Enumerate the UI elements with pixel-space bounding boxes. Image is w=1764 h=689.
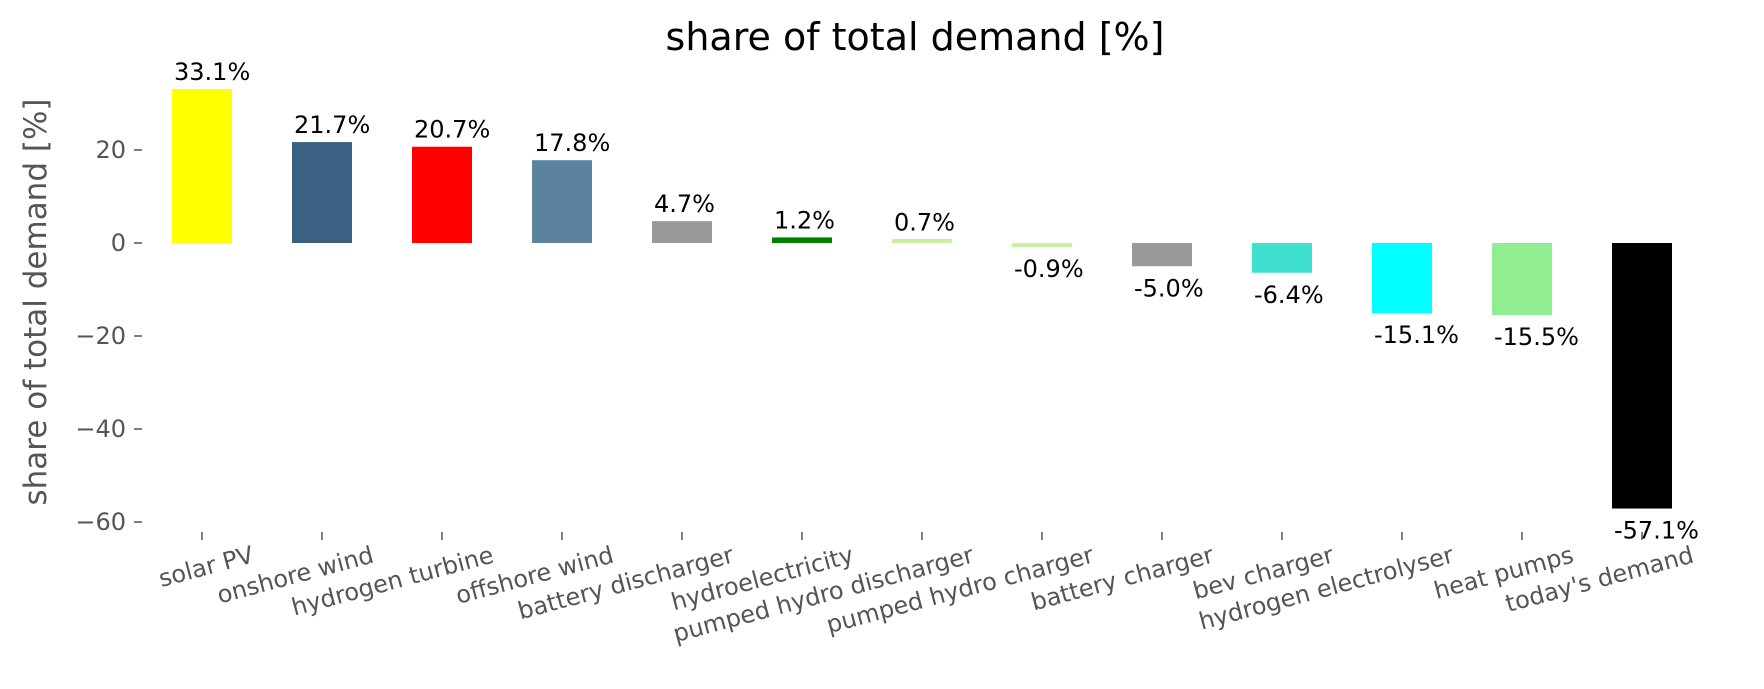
bars bbox=[172, 89, 1672, 509]
data-label: 21.7% bbox=[294, 111, 370, 139]
bar bbox=[1012, 243, 1072, 248]
data-label: -15.5% bbox=[1494, 323, 1579, 351]
data-label: -57.1% bbox=[1614, 517, 1699, 545]
bar bbox=[652, 221, 712, 243]
data-label: 0.7% bbox=[894, 209, 955, 237]
bar bbox=[1372, 243, 1432, 314]
data-label: 33.1% bbox=[174, 58, 250, 86]
bar bbox=[292, 142, 352, 243]
bar bbox=[1132, 243, 1192, 267]
data-label: -5.0% bbox=[1134, 274, 1204, 302]
chart-title: share of total demand [%] bbox=[666, 15, 1165, 59]
bar bbox=[172, 89, 232, 244]
bar bbox=[1252, 243, 1312, 273]
y-axis-label: share of total demand [%] bbox=[18, 98, 54, 505]
bar bbox=[772, 237, 832, 243]
data-label: 17.8% bbox=[534, 129, 610, 157]
bar bbox=[892, 239, 952, 243]
data-label: 4.7% bbox=[654, 190, 715, 218]
y-tick-label: −20 bbox=[75, 322, 126, 350]
data-label: -6.4% bbox=[1254, 281, 1324, 309]
y-tick-label: 0 bbox=[111, 229, 126, 257]
data-label: 20.7% bbox=[414, 116, 490, 144]
y-tick-label: −60 bbox=[75, 508, 126, 536]
y-axis: 20 0 −20 −40 −60 bbox=[75, 136, 142, 536]
bar bbox=[532, 160, 592, 243]
y-tick-label: −40 bbox=[75, 415, 126, 443]
data-label: -15.1% bbox=[1374, 321, 1459, 349]
y-tick-label: 20 bbox=[95, 136, 126, 164]
bar bbox=[412, 146, 472, 243]
data-label: 1.2% bbox=[774, 206, 835, 234]
data-label: -0.9% bbox=[1014, 255, 1084, 283]
data-labels: 33.1% 21.7% 20.7% 17.8% 4.7% 1.2% 0.7% -0.9% -5.… bbox=[174, 58, 1699, 544]
bar bbox=[1612, 243, 1672, 509]
bar bbox=[1492, 243, 1552, 316]
